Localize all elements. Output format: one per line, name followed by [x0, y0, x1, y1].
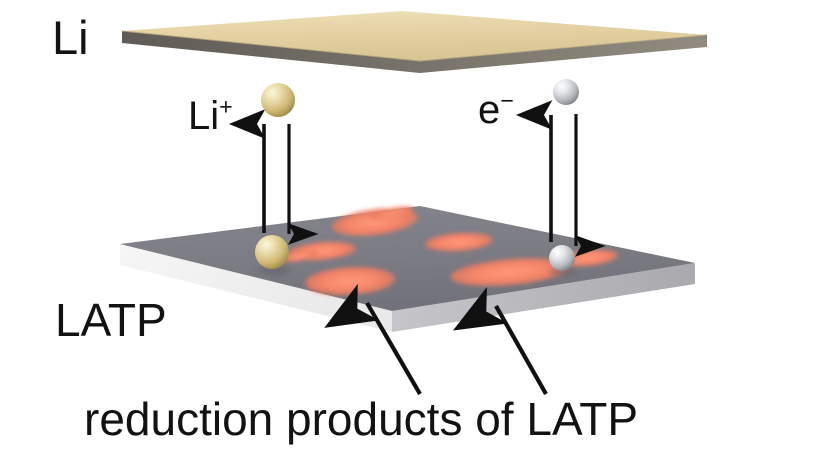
electron-charge-superscript: −	[500, 87, 514, 114]
electron-surface-sphere	[549, 245, 575, 271]
li-slab-front-edge	[121, 30, 708, 62]
li-ion-transport-arrows	[228, 109, 319, 245]
electron-label: e−	[478, 87, 514, 132]
electron-upper-sphere	[553, 79, 579, 105]
li-metal-slab	[121, 11, 708, 73]
latp-electrolyte-label: LATP	[55, 294, 167, 346]
upper-particles	[261, 79, 579, 117]
surface-particles	[255, 235, 576, 276]
figure-caption: reduction products of LATP	[84, 393, 638, 445]
caption-arrow-right	[452, 286, 548, 396]
reduction-patch	[282, 250, 318, 262]
latp-slab-front-left-face	[120, 244, 392, 332]
reduction-patch	[370, 206, 414, 220]
li-slab-top-face	[122, 11, 707, 61]
li-ion-surface-sphere	[255, 235, 289, 269]
li-slab-right-cap	[705, 35, 707, 47]
reduction-patch	[450, 258, 570, 286]
electron-label-text: e	[478, 88, 501, 132]
electron-surface-shadow	[550, 268, 576, 276]
li-ion-upper-sphere	[261, 83, 295, 117]
li-slab-front-face	[122, 31, 707, 73]
li-metal-label: Li	[52, 11, 89, 64]
caption-arrow-left	[324, 283, 422, 396]
reduction-patch	[425, 232, 493, 252]
lithium-ion-label: Li+	[188, 93, 233, 138]
electron-transport-arrows	[515, 100, 606, 257]
lithium-ion-charge-superscript: +	[219, 93, 233, 120]
lithium-ion-label-text: Li	[188, 94, 220, 138]
caption-leader-arrows	[324, 283, 548, 396]
latp-slab	[120, 206, 695, 332]
